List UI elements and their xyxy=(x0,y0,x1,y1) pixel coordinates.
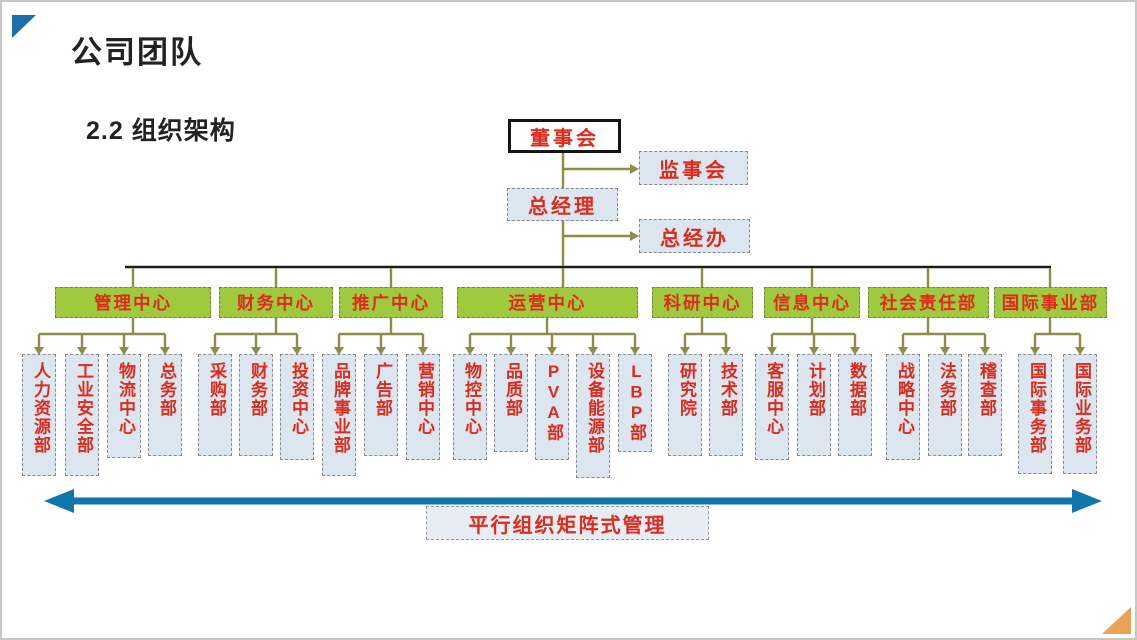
department-box: 研究院 xyxy=(668,354,702,456)
department-box: 法务部 xyxy=(928,354,962,456)
department-box: 计划部 xyxy=(797,354,831,456)
orange-corner-triangle-icon xyxy=(1102,607,1131,634)
department-box: 采购部 xyxy=(198,354,232,456)
department-box: 财务部 xyxy=(239,354,273,456)
center-box: 国际事业部 xyxy=(994,287,1107,318)
department-box: 人力资源部 xyxy=(22,354,56,476)
center-box: 科研中心 xyxy=(652,287,753,318)
department-box: 战略中心 xyxy=(886,354,920,460)
org-node-gm-office: 总经办 xyxy=(639,219,750,253)
department-box: 总务部 xyxy=(148,354,182,456)
department-box: 物控中心 xyxy=(453,354,487,460)
department-box: 工业安全部 xyxy=(65,354,99,476)
center-box: 推广中心 xyxy=(339,287,443,318)
matrix-axis-label: 平行组织矩阵式管理 xyxy=(426,506,709,540)
org-node-gm: 总经理 xyxy=(507,188,618,221)
department-box: 品牌事业部 xyxy=(322,354,356,476)
center-box: 财务中心 xyxy=(219,287,333,318)
section-heading: 2.2 组织架构 xyxy=(86,117,236,145)
department-box: 国际业务部 xyxy=(1063,354,1097,474)
department-box: 技术部 xyxy=(709,354,743,456)
department-box: 稽查部 xyxy=(968,354,1002,456)
center-box: 管理中心 xyxy=(55,287,211,318)
blue-corner-triangle-icon xyxy=(12,15,36,38)
department-box: 设备能源部 xyxy=(576,354,610,478)
page-title: 公司团队 xyxy=(71,35,203,70)
connector-arrowheads xyxy=(34,164,1085,355)
org-node-board: 董事会 xyxy=(508,119,621,153)
org-node-supervisory: 监事会 xyxy=(639,151,748,185)
center-box: 运营中心 xyxy=(457,287,638,318)
department-box: 物流中心 xyxy=(107,354,141,458)
department-box: 营销中心 xyxy=(406,354,440,460)
department-box: PVA部 xyxy=(535,354,569,460)
department-box: 广告部 xyxy=(364,354,398,456)
department-box: 数据部 xyxy=(838,354,872,456)
center-box: 信息中心 xyxy=(764,287,860,318)
department-box: 客服中心 xyxy=(755,354,789,460)
department-box: 国际事务部 xyxy=(1018,354,1052,474)
center-box: 社会责任部 xyxy=(868,287,989,318)
department-box: LBP部 xyxy=(618,354,652,452)
department-box: 品质部 xyxy=(494,354,528,452)
department-box: 投资中心 xyxy=(280,354,314,460)
